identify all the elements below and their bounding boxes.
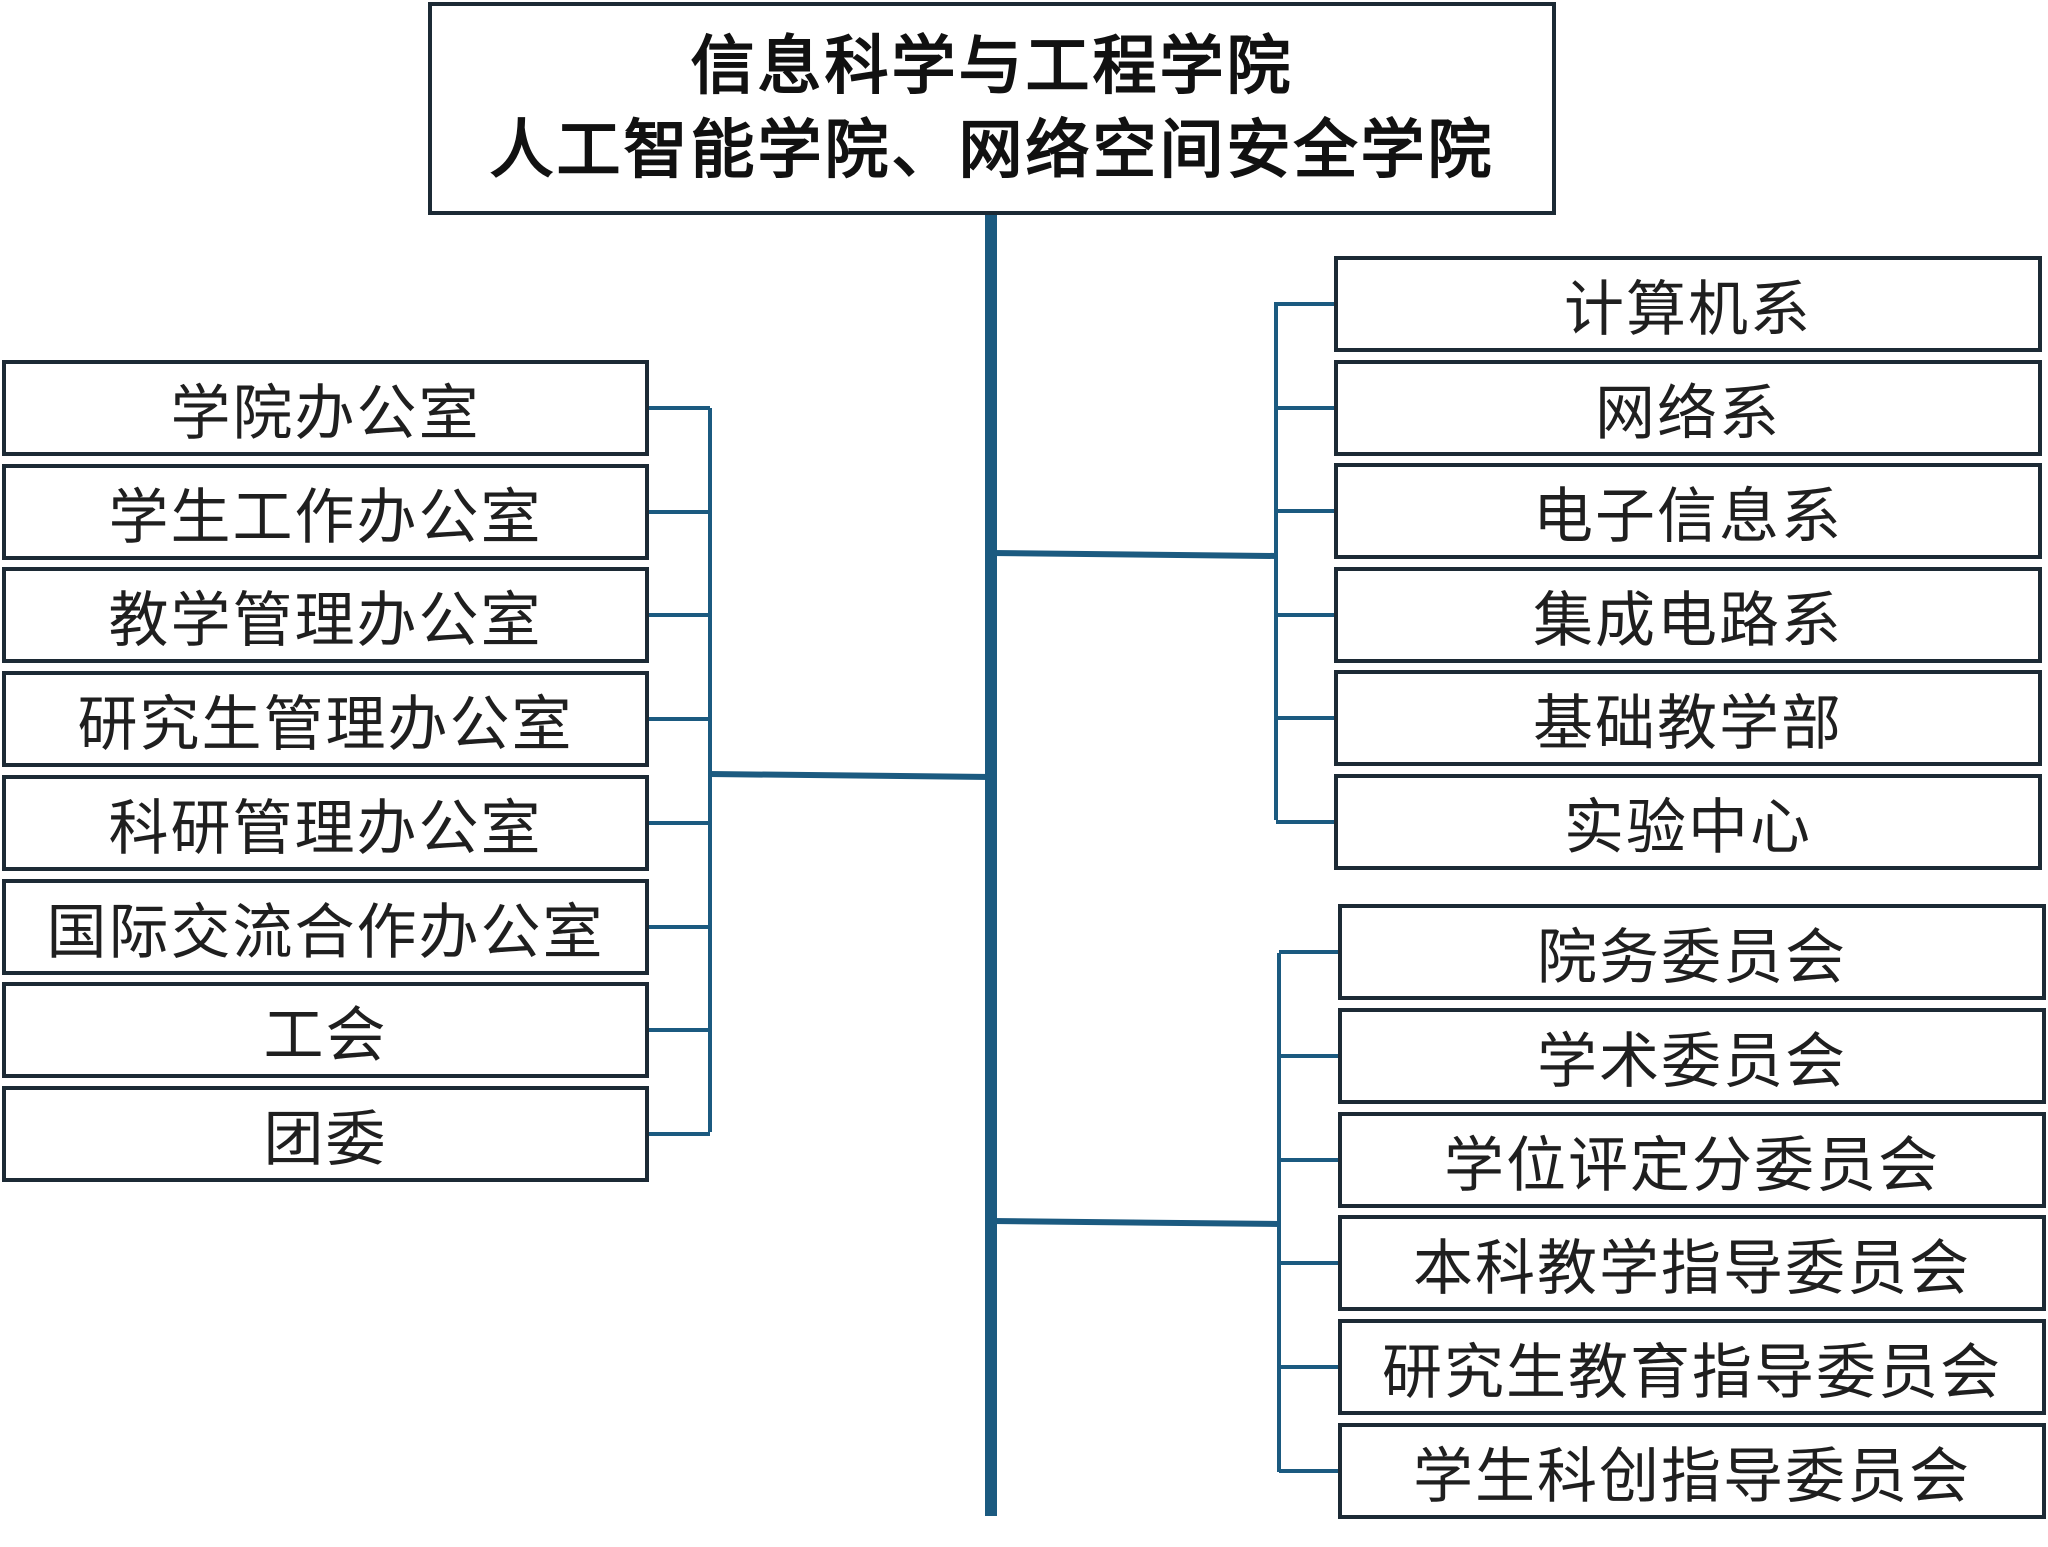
committee-label: 研究生教育指导委员会 xyxy=(1382,1337,2002,1408)
department-label: 网络系 xyxy=(1595,378,1781,449)
committee-box: 院务委员会 xyxy=(1338,904,2046,1000)
office-box: 教学管理办公室 xyxy=(2,567,649,663)
office-label: 学院办公室 xyxy=(170,378,481,449)
committee-box: 学生科创指导委员会 xyxy=(1338,1423,2046,1519)
office-label: 工会 xyxy=(263,1000,388,1071)
committee-box: 学术委员会 xyxy=(1338,1008,2046,1104)
committee-box: 研究生教育指导委员会 xyxy=(1338,1319,2046,1415)
college-title-line1: 信息科学与工程学院 xyxy=(690,29,1294,104)
committee-box: 本科教学指导委员会 xyxy=(1338,1215,2046,1311)
committee-box: 学位评定分委员会 xyxy=(1338,1112,2046,1208)
committee-label: 院务委员会 xyxy=(1537,922,1847,993)
office-label: 团委 xyxy=(263,1104,388,1175)
office-label: 国际交流合作办公室 xyxy=(46,897,605,968)
office-box: 研究生管理办公室 xyxy=(2,671,649,767)
department-box: 网络系 xyxy=(1334,360,2042,456)
department-label: 实验中心 xyxy=(1564,792,1812,863)
right-upper-branch-line xyxy=(990,550,1277,559)
department-label: 集成电路系 xyxy=(1533,585,1843,656)
office-label: 学生工作办公室 xyxy=(108,482,543,553)
committee-label: 学位评定分委员会 xyxy=(1444,1130,1940,1201)
office-box: 科研管理办公室 xyxy=(2,775,649,871)
college-title-box: 信息科学与工程学院 人工智能学院、网络空间安全学院 xyxy=(428,2,1556,215)
committee-label: 学术委员会 xyxy=(1537,1026,1847,1097)
office-box: 学生工作办公室 xyxy=(2,464,649,560)
department-label: 计算机系 xyxy=(1564,274,1812,345)
department-label: 电子信息系 xyxy=(1533,481,1843,552)
left-branch-line xyxy=(709,771,992,780)
office-box: 团委 xyxy=(2,1086,649,1182)
right-lower-branch-line xyxy=(990,1218,1280,1227)
college-title-line2: 人工智能学院、网络空间安全学院 xyxy=(489,113,1495,188)
connector-ticks xyxy=(649,302,1338,1473)
department-box: 电子信息系 xyxy=(1334,463,2042,559)
office-label: 科研管理办公室 xyxy=(108,793,543,864)
committee-label: 学生科创指导委员会 xyxy=(1413,1441,1971,1512)
office-label: 研究生管理办公室 xyxy=(77,689,574,760)
department-label: 基础教学部 xyxy=(1533,688,1843,759)
department-box: 集成电路系 xyxy=(1334,567,2042,663)
department-box: 基础教学部 xyxy=(1334,670,2042,766)
office-label: 教学管理办公室 xyxy=(108,585,543,656)
office-box: 学院办公室 xyxy=(2,360,649,456)
office-box: 工会 xyxy=(2,982,649,1078)
department-box: 计算机系 xyxy=(1334,256,2042,352)
department-box: 实验中心 xyxy=(1334,774,2042,870)
office-box: 国际交流合作办公室 xyxy=(2,879,649,975)
committee-label: 本科教学指导委员会 xyxy=(1413,1233,1971,1304)
